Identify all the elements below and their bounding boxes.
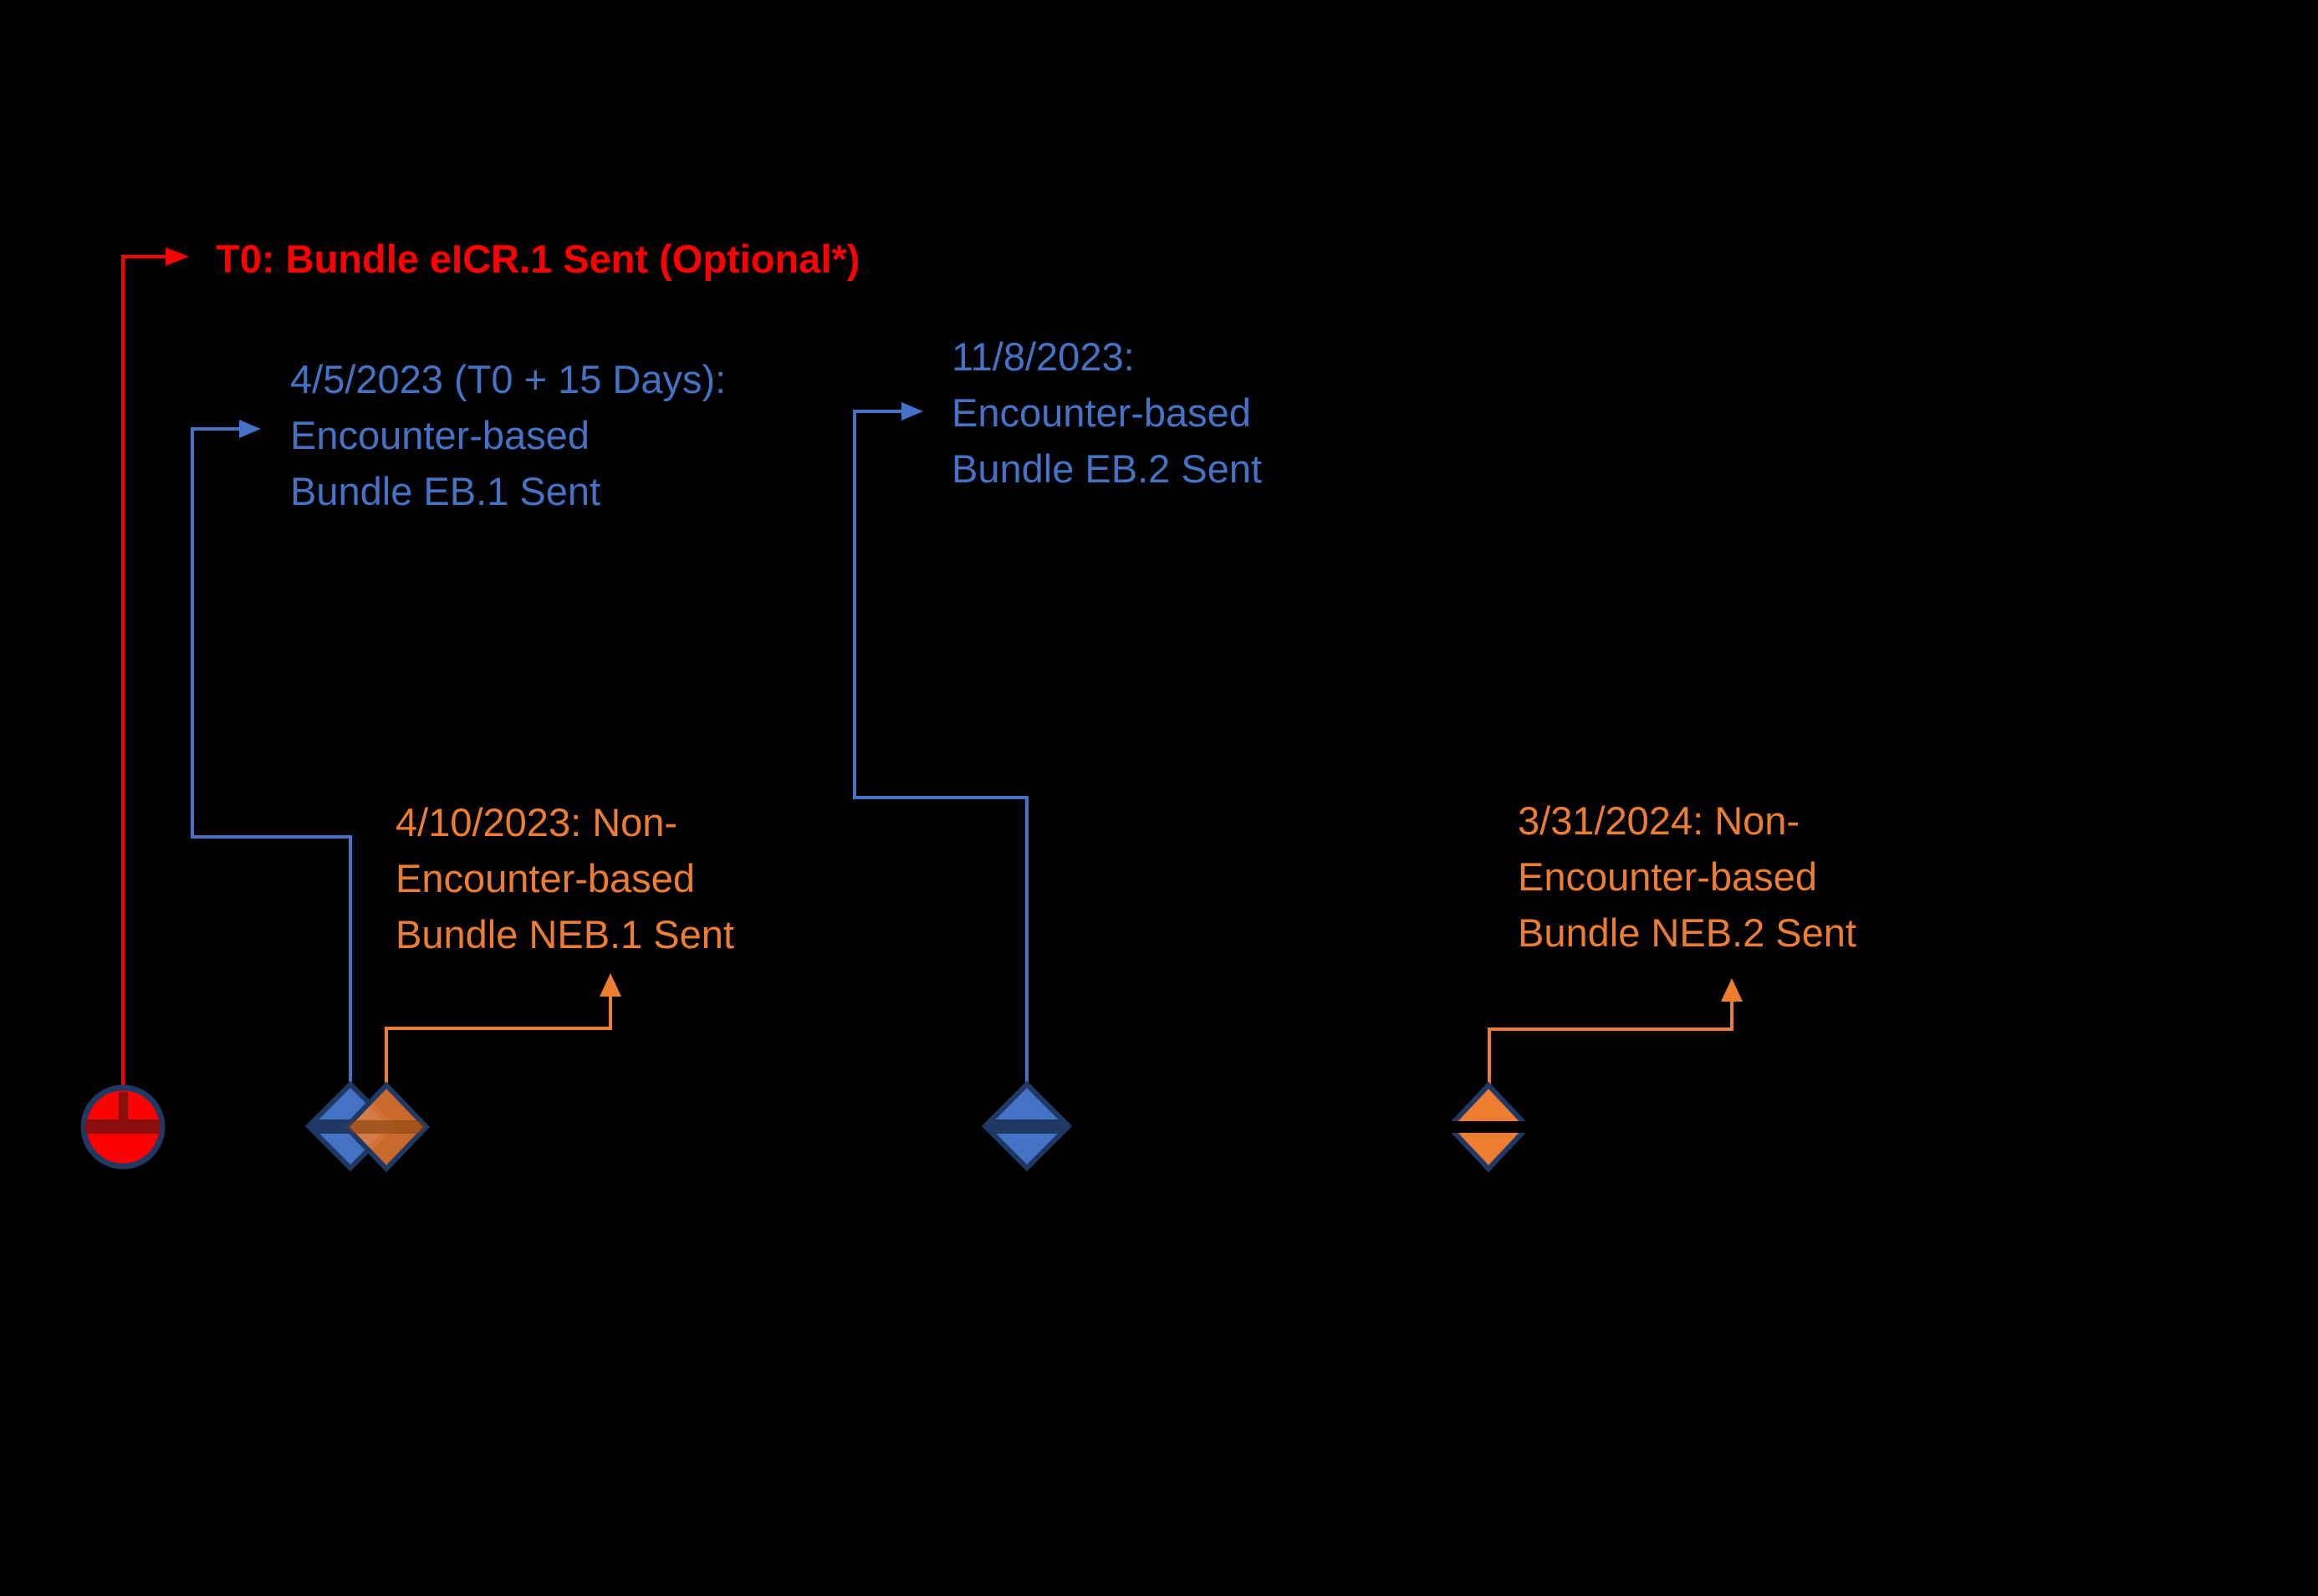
neb1-label: 4/10/2023: Non- Encounter-based Bundle N…	[396, 794, 734, 962]
eb2-label-line3: Bundle EB.2 Sent	[952, 446, 1263, 491]
eb1-label: 4/5/2023 (T0 + 15 Days): Encounter-based…	[290, 351, 726, 519]
t0-label-line: T0: Bundle eICR.1 Sent (Optional*)	[216, 237, 860, 281]
eb2-label-line2: Encounter-based	[952, 390, 1251, 435]
neb1-label-line2: Encounter-based	[396, 856, 695, 900]
neb2-connector-arrow	[1488, 978, 1743, 1087]
up-arrow-icon	[1721, 978, 1743, 1002]
up-arrow-icon	[600, 973, 621, 997]
right-arrow-icon	[901, 402, 923, 421]
neb2-label-line3: Bundle NEB.2 Sent	[1518, 910, 1856, 955]
neb2-label: 3/31/2024: Non- Encounter-based Bundle N…	[1518, 793, 1856, 961]
neb2-orange-diamond-marker	[1430, 1081, 1549, 1173]
eb1-label-line3: Bundle EB.1 Sent	[290, 469, 601, 513]
eb2-blue-diamond-marker	[981, 1080, 1073, 1172]
neb2-label-line2: Encounter-based	[1518, 854, 1817, 899]
eb2-connector-arrow	[853, 402, 1029, 1087]
neb1-orange-diamond-marker	[342, 1081, 431, 1173]
eb1-label-line1: 4/5/2023 (T0 + 15 Days):	[290, 357, 727, 401]
right-arrow-icon	[166, 247, 189, 266]
t0-red-circle-marker	[80, 1084, 166, 1170]
eb2-label: 11/8/2023: Encounter-based Bundle EB.2 S…	[952, 329, 1262, 497]
neb1-label-line3: Bundle NEB.1 Sent	[396, 912, 734, 956]
eb1-connector-arrow	[191, 420, 352, 1087]
neb2-label-line1: 3/31/2024: Non-	[1518, 798, 1800, 843]
right-arrow-icon	[239, 420, 261, 438]
eb2-label-line1: 11/8/2023:	[952, 334, 1135, 379]
eb1-label-line2: Encounter-based	[290, 413, 590, 457]
neb1-connector-arrow	[385, 973, 621, 1087]
neb1-label-line1: 4/10/2023: Non-	[396, 800, 678, 844]
t0-label: T0: Bundle eICR.1 Sent (Optional*)	[216, 231, 860, 287]
t0-connector-arrow	[121, 247, 189, 1087]
